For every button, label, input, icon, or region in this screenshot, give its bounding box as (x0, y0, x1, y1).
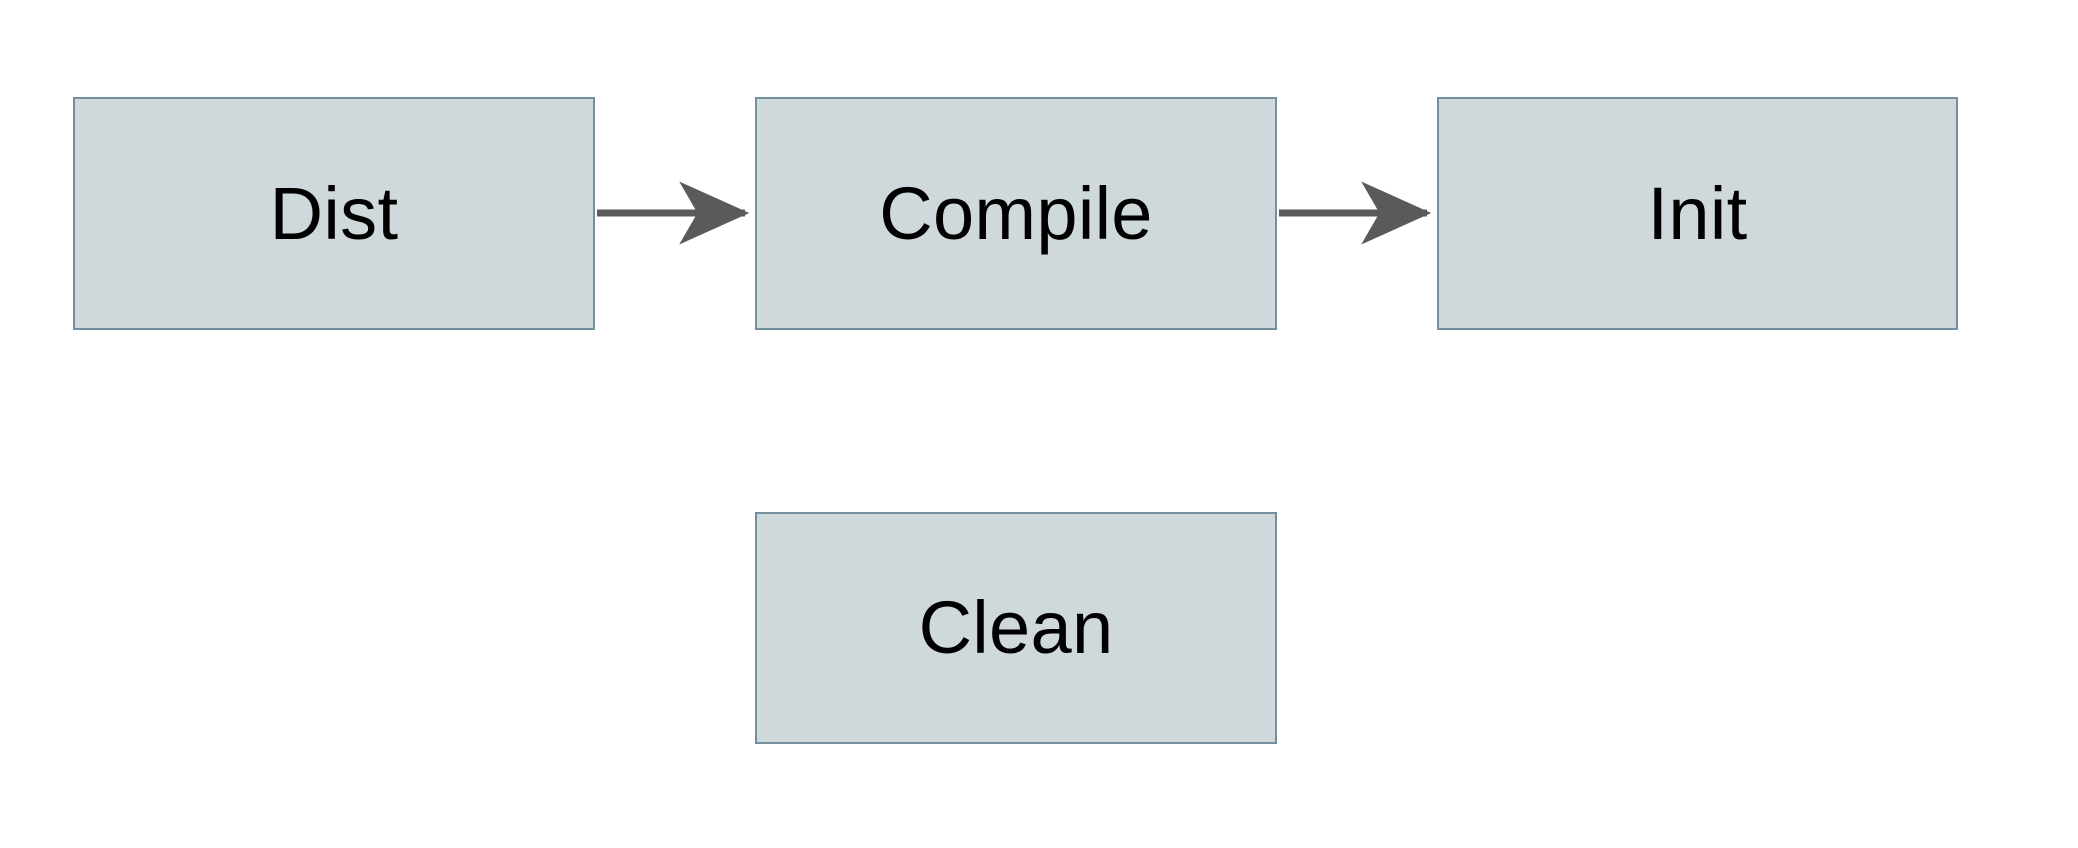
node-compile[interactable]: Compile (755, 97, 1277, 330)
node-init[interactable]: Init (1437, 97, 1958, 330)
node-init-label: Init (1647, 171, 1748, 255)
node-dist[interactable]: Dist (73, 97, 595, 330)
node-compile-label: Compile (879, 171, 1153, 255)
node-clean-label: Clean (918, 586, 1114, 669)
node-clean[interactable]: Clean (755, 512, 1277, 744)
node-dist-label: Dist (269, 171, 399, 255)
